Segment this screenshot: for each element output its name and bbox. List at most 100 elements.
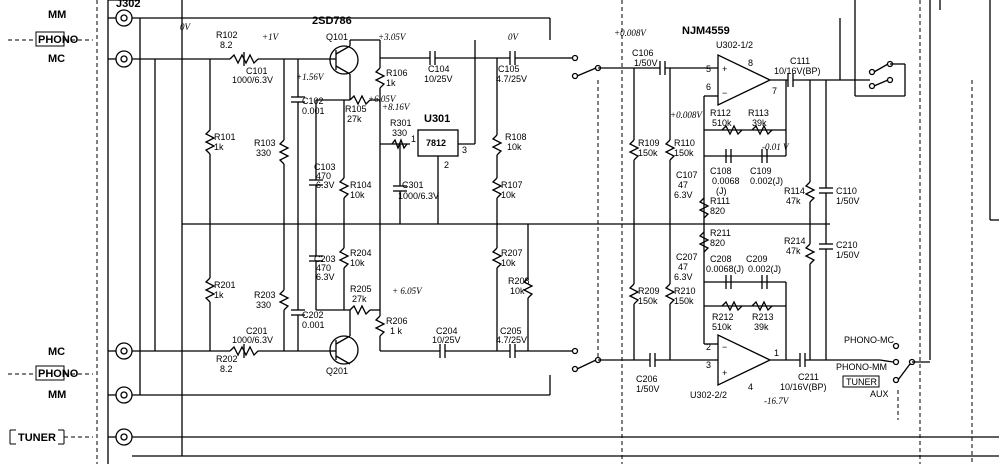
svg-text:7812: 7812 [426,138,446,148]
svg-text:C108: C108 [710,166,732,176]
svg-text:150k: 150k [674,296,694,306]
svg-text:C203: C203 [314,254,336,264]
svg-text:6.3V: 6.3V [316,272,335,282]
svg-text:10/16V(BP): 10/16V(BP) [780,382,827,392]
jack-mc-top [115,50,133,68]
svg-text:47k: 47k [786,246,801,256]
jack-mc-bot [115,342,133,360]
svg-text:0V: 0V [180,22,192,32]
svg-text:6: 6 [706,82,711,92]
jack-mm-top [115,9,133,27]
tuner-input-label: TUNER [18,432,56,444]
svg-text:0.0068: 0.0068 [712,176,740,186]
svg-text:R214: R214 [784,236,806,246]
svg-text:R112: R112 [710,108,731,118]
svg-text:R301: R301 [390,118,412,128]
svg-text:1k: 1k [214,142,224,152]
tuner-switch-label: TUNER [846,377,877,387]
svg-text:C207: C207 [676,252,698,262]
svg-text:+3.05V: +3.05V [378,32,407,42]
svg-text:10k: 10k [501,190,516,200]
svg-text:C107: C107 [676,170,698,180]
svg-text:8.2: 8.2 [220,40,233,50]
lower-channel: R202 8.2 C201 1000/6.3V R201 1k R203 330… [204,224,650,395]
svg-text:C211: C211 [798,372,819,382]
svg-text:6.3V: 6.3V [674,190,693,200]
svg-text:1k: 1k [214,290,224,300]
svg-text:1: 1 [411,134,416,144]
opamp-u302-1 [717,53,772,107]
svg-text:1k: 1k [386,78,396,88]
svg-text:R104: R104 [350,180,372,190]
svg-text:0V: 0V [508,32,520,42]
svg-text:R108: R108 [505,132,527,142]
svg-text:1000/6.3V: 1000/6.3V [232,335,273,345]
svg-text:3: 3 [462,145,467,155]
aux-label: AUX [870,389,889,399]
svg-text:C105: C105 [498,64,520,74]
svg-text:C210: C210 [836,240,858,250]
svg-text:27k: 27k [352,294,367,304]
svg-text:R208: R208 [508,276,530,286]
jack-tuner [115,428,133,446]
svg-text:+8.16V: +8.16V [382,102,411,112]
svg-text:C104: C104 [428,64,450,74]
svg-text:820: 820 [710,238,725,248]
lower-opamp: C206 1/50V − + 2 3 4 1 U302-2/2 C211 10/… [628,224,930,420]
jack-mm-bot [115,386,133,404]
jack-label: J302 [116,0,140,10]
svg-text:2SD786: 2SD786 [312,15,352,27]
svg-text:47k: 47k [786,196,801,206]
phono-mm-label: PHONO-MM [836,362,887,372]
svg-text:+0.008V: +0.008V [670,110,703,120]
svg-text:C201: C201 [246,326,268,336]
svg-text:1/50V: 1/50V [636,384,660,394]
svg-text:R114: R114 [784,186,805,196]
svg-text:8: 8 [748,58,753,68]
svg-text:0.002(J): 0.002(J) [750,176,783,186]
svg-text:330: 330 [256,148,271,158]
svg-text:C209: C209 [746,254,768,264]
svg-text:C106: C106 [632,48,654,58]
svg-text:R213: R213 [752,312,774,322]
svg-text:C202: C202 [302,310,324,320]
svg-text:R207: R207 [501,248,523,258]
svg-text:10k: 10k [510,286,525,296]
phono-mc-label: PHONO-MC [844,335,894,345]
svg-text:470: 470 [316,263,331,273]
svg-text:0.0068(J): 0.0068(J) [706,264,744,274]
svg-text:6.3V: 6.3V [674,272,693,282]
mm-top-label: MM [48,9,66,21]
svg-text:1/50V: 1/50V [836,250,860,260]
svg-text:NJM4559: NJM4559 [682,25,730,37]
svg-text:4: 4 [748,382,753,392]
svg-text:3: 3 [706,360,711,370]
svg-text:C102: C102 [302,96,324,106]
svg-text:R106: R106 [386,68,408,78]
svg-text:+ 6.05V: + 6.05V [392,286,423,296]
svg-text:R101: R101 [214,132,236,142]
svg-text:1/50V: 1/50V [836,196,860,206]
svg-text:10k: 10k [350,258,365,268]
svg-text:+6.05V: +6.05V [368,94,397,104]
phono-bot-label: PHONO [38,368,79,380]
svg-text:C103: C103 [314,162,336,172]
svg-text:R110: R110 [674,138,695,148]
svg-text:R109: R109 [638,138,660,148]
svg-text:5: 5 [706,64,711,74]
svg-text:C101: C101 [246,66,268,76]
svg-text:7: 7 [772,86,777,96]
svg-text:R113: R113 [748,108,769,118]
svg-text:10/25V: 10/25V [424,74,453,84]
svg-text:+1.56V: +1.56V [296,72,325,82]
svg-text:1 k: 1 k [390,326,403,336]
upper-channel: R102 8.2 0V +1V C101 1000/6.3V R101 1k R… [180,15,660,360]
svg-text:0.002(J): 0.002(J) [748,264,781,274]
svg-text:R210: R210 [674,286,696,296]
svg-text:6.3V: 6.3V [316,180,335,190]
svg-text:R201: R201 [214,280,236,290]
svg-text:R206: R206 [386,316,408,326]
svg-text:470: 470 [316,171,331,181]
svg-text:330: 330 [392,128,407,138]
